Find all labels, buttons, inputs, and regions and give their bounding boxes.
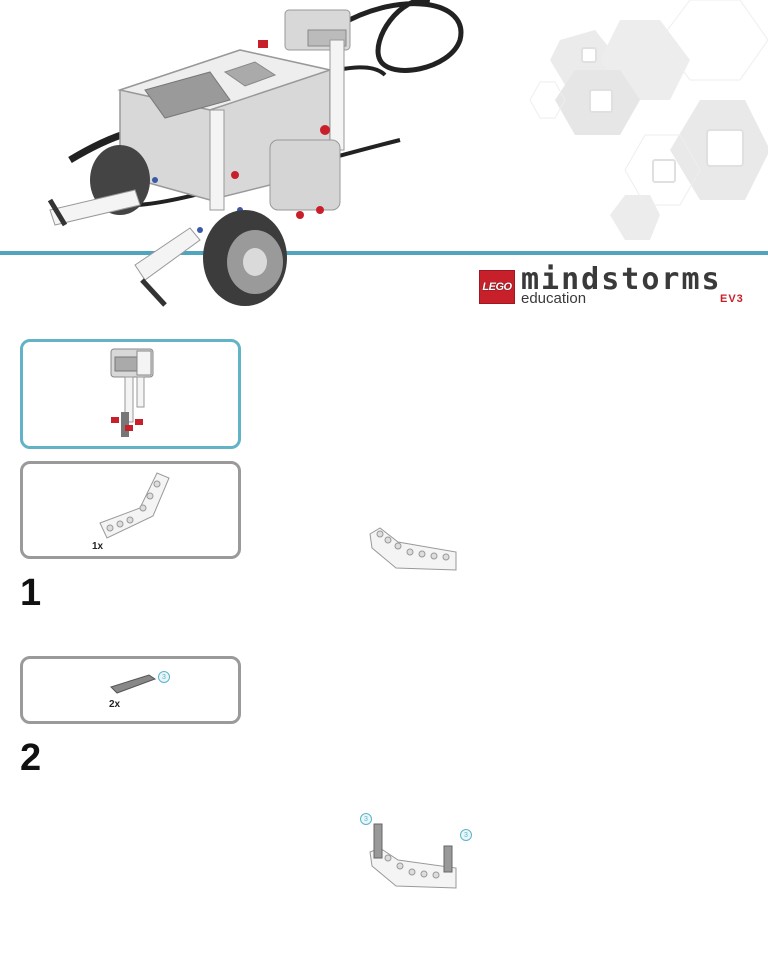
step-2-assembly-beam-with-axles-icon	[369, 823, 457, 889]
length-callout: 3	[360, 813, 372, 825]
length-callout: 3	[158, 671, 170, 683]
angled-beam-part-icon	[99, 472, 170, 539]
step-1-assembly-angled-beam-icon	[369, 527, 457, 571]
sub-assembly-panel	[20, 339, 241, 449]
length-callout: 3	[460, 829, 472, 841]
step-number: 2	[20, 737, 42, 779]
header-divider-line	[0, 251, 768, 255]
step-2-parts-list: 3 2x	[20, 656, 241, 724]
lego-logo-text: LEGO	[482, 281, 512, 293]
step-1-parts-list: 1x	[20, 461, 241, 559]
callout-number: 3	[364, 815, 368, 823]
callout-number: 3	[464, 831, 468, 839]
callout-number: 3	[162, 673, 166, 681]
part-quantity: 1x	[92, 541, 104, 552]
lego-logo: LEGO	[479, 270, 515, 304]
part-quantity: 2x	[109, 699, 121, 710]
axle-part-icon	[110, 674, 157, 694]
ev3-robot-illustration	[47, 0, 464, 307]
mindstorms-wordmark: mindstorms	[521, 262, 722, 297]
ev3-wordmark: EV3	[720, 293, 744, 305]
color-sensor-sub-assembly-icon	[110, 348, 154, 437]
education-wordmark: education	[521, 290, 587, 307]
step-number: 1	[20, 572, 42, 614]
hexagon-pattern-decoration	[529, 0, 768, 240]
